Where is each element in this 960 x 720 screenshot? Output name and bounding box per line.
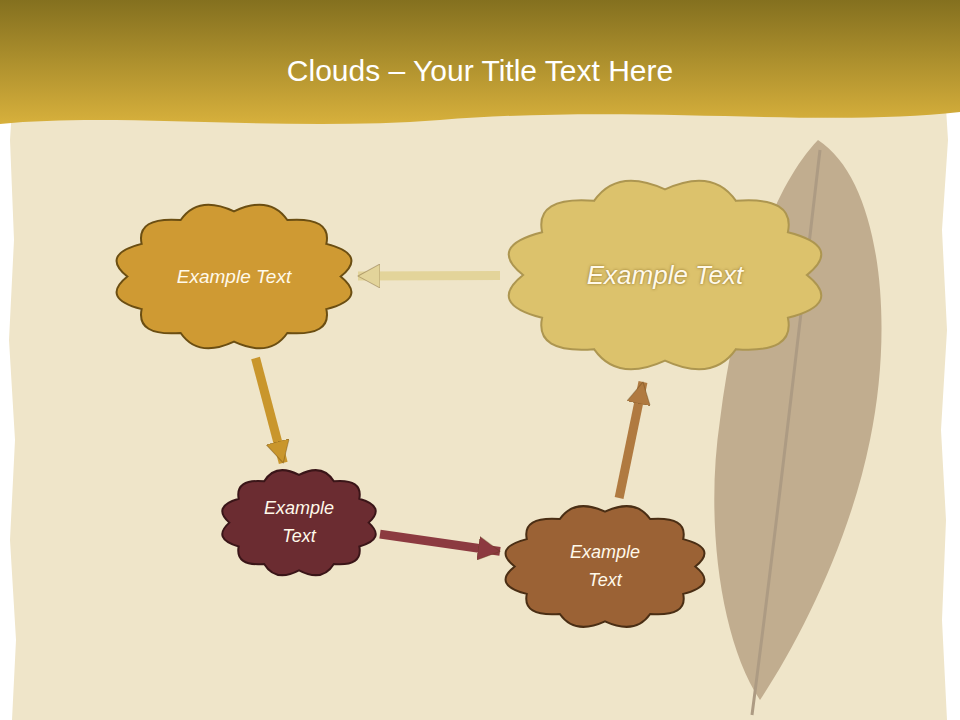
cloud-shape: [117, 205, 352, 349]
title-band: [0, 0, 960, 124]
cloud-text: Example Text: [254, 495, 344, 551]
flow-arrow: [358, 271, 500, 280]
cloud-node: Example Text: [500, 168, 830, 382]
cloud-node: Example Text: [500, 498, 710, 635]
slide-title: Clouds – Your Title Text Here: [0, 54, 960, 88]
flow-arrow: [380, 534, 500, 551]
cloud-shape: [509, 181, 822, 370]
cloud-outline: [218, 463, 380, 582]
cloud-shape: [222, 470, 375, 575]
cloud-text: Example Text: [555, 539, 655, 595]
cloud-text: Example Text: [177, 262, 291, 291]
cloud-text: Example Text: [587, 255, 744, 295]
flow-arrow: [256, 358, 284, 463]
cloud-node: Example Text: [110, 195, 358, 358]
cloud-node: Example Text: [218, 463, 380, 582]
cloud-shape: [506, 506, 705, 627]
cloud-outline: [500, 498, 710, 635]
flow-arrow: [619, 382, 643, 498]
